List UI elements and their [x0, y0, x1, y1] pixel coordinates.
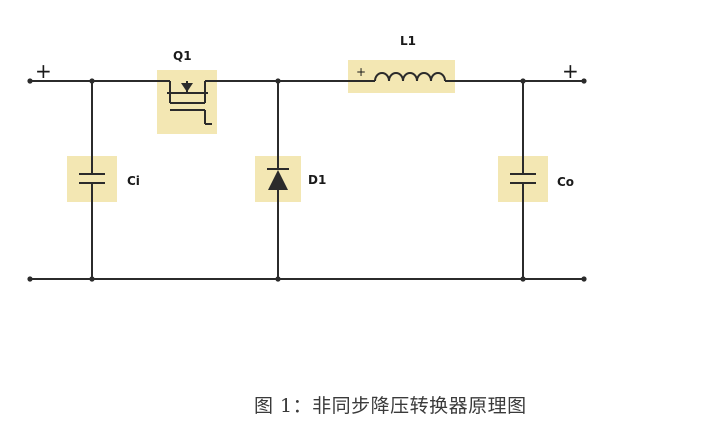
input-bottom-terminal [27, 276, 33, 282]
label-l1: L1 [400, 34, 416, 48]
output-top-terminal [581, 78, 587, 84]
label-q1: Q1 [173, 49, 192, 63]
output-capacitor-co [510, 81, 536, 279]
inductor-l1 [352, 72, 452, 82]
label-ci: Ci [127, 174, 140, 188]
mosfet-q1 [162, 80, 212, 125]
inductor-polarity-sign: + [356, 65, 366, 79]
input-top-terminal [27, 78, 33, 84]
input-plus-sign: + [35, 59, 52, 83]
output-bottom-terminal [581, 276, 587, 282]
input-capacitor-ci [79, 81, 105, 279]
figure-caption: 图 1：非同步降压转换器原理图 [254, 395, 527, 417]
diode-d1 [267, 81, 289, 279]
output-plus-sign: + [562, 59, 579, 83]
buck-converter-schematic: + + + Q1 L1 Ci D1 Co [27, 34, 587, 282]
label-co: Co [557, 175, 574, 189]
label-d1: D1 [308, 173, 326, 187]
